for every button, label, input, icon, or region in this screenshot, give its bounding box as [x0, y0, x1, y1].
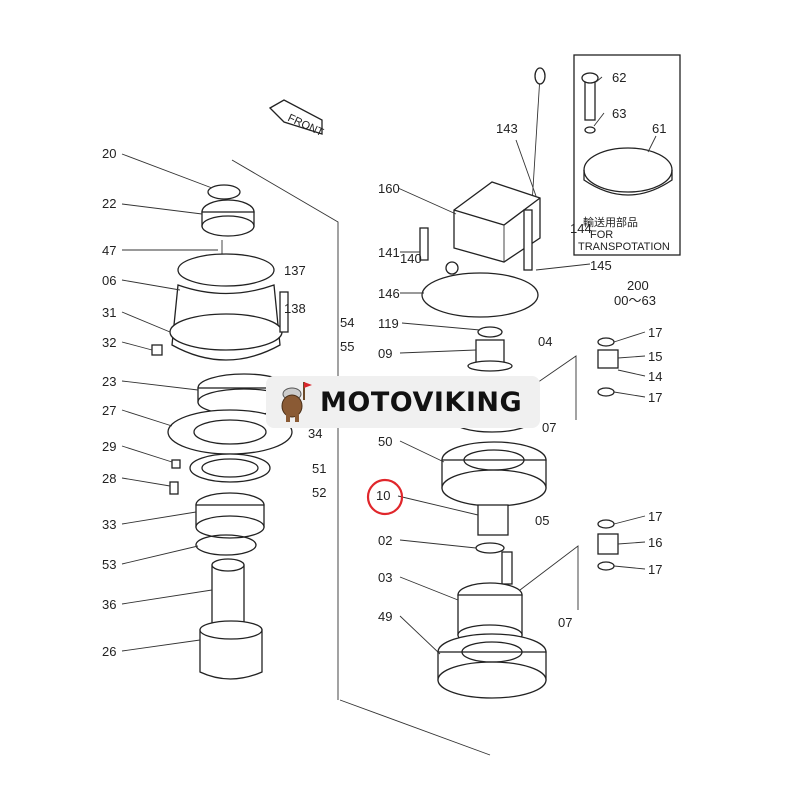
part-number-label: 17 [648, 390, 662, 405]
part-number-label: 14 [648, 369, 662, 384]
part-number-label: 23 [102, 374, 116, 389]
part-number-label: 17 [648, 562, 662, 577]
part-number-label: 09 [378, 346, 392, 361]
part-number-label: 17 [648, 325, 662, 340]
part-number-label: 145 [590, 258, 612, 273]
part-number-label: 29 [102, 439, 116, 454]
part-number-label: 32 [102, 335, 116, 350]
part-number-label: 26 [102, 644, 116, 659]
assembly-number: 200 [627, 278, 649, 293]
part-number-label: 47 [102, 243, 116, 258]
part-labels: 20 22 47 06 31 32 23 27 29 28 33 53 36 2… [102, 70, 666, 659]
brand-name: MOTOVIKING [320, 386, 523, 418]
highlight-circle [366, 478, 404, 516]
part-number-label: 141 [378, 245, 400, 260]
part-number-label: 52 [312, 485, 326, 500]
part-number-label: 34 [308, 426, 322, 441]
part-number-label: 160 [378, 181, 400, 196]
part-number-label: 49 [378, 609, 392, 624]
part-number-label: 31 [102, 305, 116, 320]
part-number-label: 33 [102, 517, 116, 532]
part-number-label: 146 [378, 286, 400, 301]
part-number-label: 10 [376, 488, 390, 503]
part-number-label: 17 [648, 509, 662, 524]
part-number-label: 28 [102, 471, 116, 486]
part-number-label: 62 [612, 70, 626, 85]
svg-text:TRANSPOTATION: TRANSPOTATION [578, 241, 670, 253]
part-number-label: 05 [535, 513, 549, 528]
part-number-label: 55 [340, 339, 354, 354]
part-number-label: 54 [340, 315, 354, 330]
part-number-label: 07 [542, 420, 556, 435]
part-number-label: 144 [570, 221, 592, 236]
part-number-label: 20 [102, 146, 116, 161]
svg-text:FOR: FOR [590, 229, 613, 241]
part-number-label: 143 [496, 121, 518, 136]
part-number-label: 140 [400, 251, 422, 266]
left-assembly [151, 184, 293, 680]
part-number-label: 27 [102, 403, 116, 418]
watermark-banner: MOTOVIKING [266, 376, 540, 428]
frame-line-bottom [339, 699, 491, 756]
part-number-label: 06 [102, 273, 116, 288]
part-number-label: 137 [284, 263, 306, 278]
part-number-label: 63 [612, 106, 626, 121]
part-number-label: 36 [102, 597, 116, 612]
transport-parts-box: 輸送用部品 FOR TRANSPOTATION [573, 54, 681, 256]
part-number-label: 119 [378, 316, 399, 331]
part-number-label: 04 [538, 334, 552, 349]
front-arrow-icon: FRONT [268, 99, 325, 139]
part-number-label: 50 [378, 434, 392, 449]
part-number-label: 02 [378, 533, 392, 548]
frame-line-left [231, 159, 339, 700]
part-number-label: 03 [378, 570, 392, 585]
part-number-label: 138 [284, 301, 306, 316]
part-number-label: 16 [648, 535, 662, 550]
part-number-label: 22 [102, 196, 116, 211]
assembly-range: 00〜63 [614, 293, 656, 308]
part-number-label: 61 [652, 121, 666, 136]
svg-text:輸送用部品: 輸送用部品 [583, 215, 638, 229]
leader-lines [121, 76, 657, 655]
viking-mascot-icon [281, 382, 312, 422]
part-number-label: 53 [102, 557, 116, 572]
part-number-label: 07 [558, 615, 572, 630]
part-number-label: 15 [648, 349, 662, 364]
part-number-label: 51 [312, 461, 326, 476]
